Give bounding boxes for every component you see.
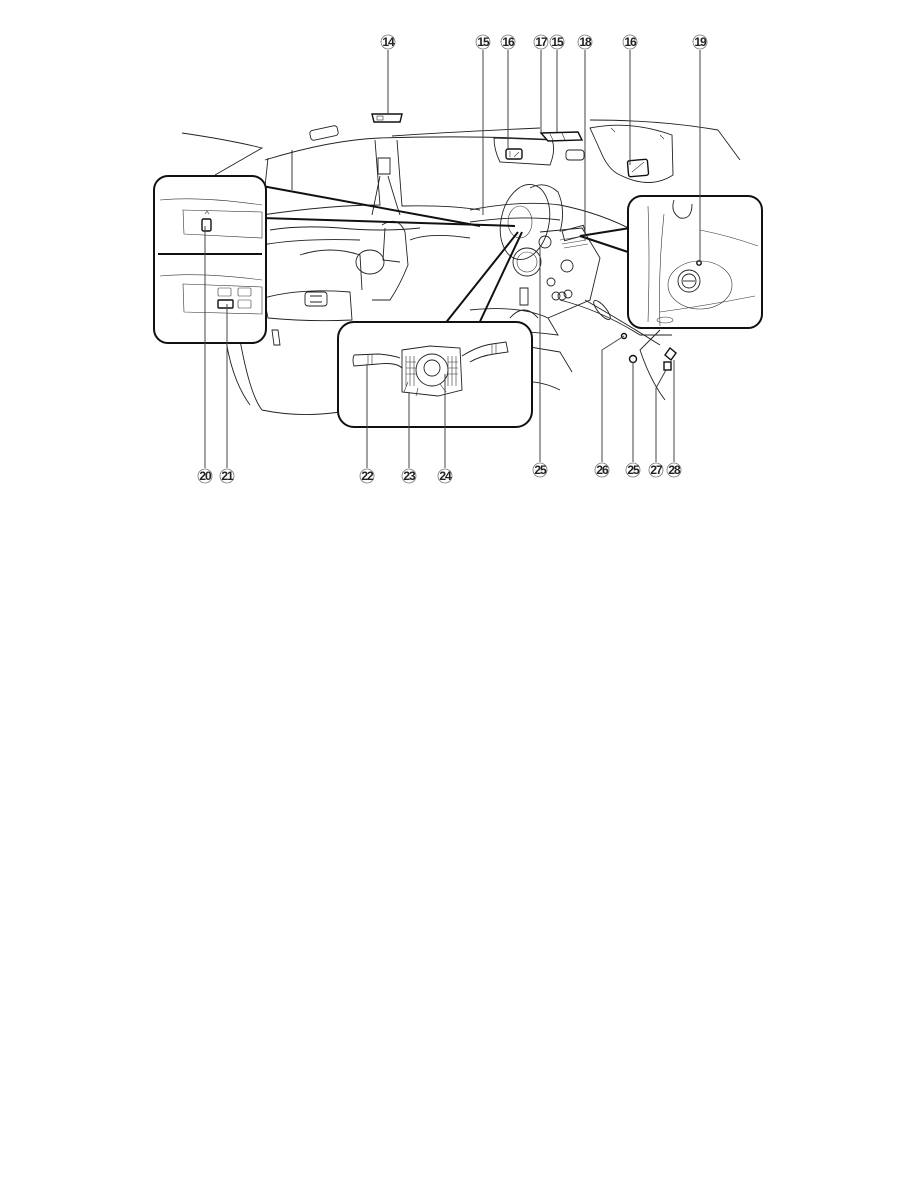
- sun-visor-right: [589, 124, 674, 183]
- callout-27: 27: [648, 462, 664, 478]
- svg-text:16: 16: [502, 35, 515, 49]
- svg-text:21: 21: [221, 469, 234, 483]
- svg-text:27: 27: [650, 463, 663, 477]
- callout-17: 17: [533, 34, 549, 50]
- svg-text:28: 28: [668, 463, 681, 477]
- callout-22: 22: [359, 468, 375, 484]
- svg-text:14: 14: [382, 35, 395, 49]
- callout-19: 19: [692, 34, 708, 50]
- detail-parts-right: [620, 332, 677, 371]
- rear-view-mirror: [371, 113, 403, 123]
- svg-text:23: 23: [403, 469, 416, 483]
- svg-text:17: 17: [535, 35, 548, 49]
- vehicle-interior-drawing: [181, 119, 741, 416]
- callout-28: 28: [666, 462, 682, 478]
- svg-text:25: 25: [534, 463, 547, 477]
- svg-text:22: 22: [361, 469, 374, 483]
- callout-25: 25: [532, 462, 548, 478]
- callouts-bottom: 20 21 22 23 24 25 26 25 27 28: [197, 226, 682, 484]
- callout-16: 16: [500, 34, 516, 50]
- callouts-top: 14 15 16 17 15 18 16 19: [380, 34, 708, 262]
- svg-text:16: 16: [624, 35, 637, 49]
- callout-15b: 15: [549, 34, 565, 50]
- svg-text:15: 15: [477, 35, 490, 49]
- svg-text:26: 26: [596, 463, 609, 477]
- svg-text:18: 18: [579, 35, 592, 49]
- svg-text:25: 25: [627, 463, 640, 477]
- inset-switch-panels: [153, 175, 516, 344]
- svg-text:20: 20: [199, 469, 212, 483]
- callout-25b: 25: [625, 462, 641, 478]
- callout-18: 18: [577, 34, 593, 50]
- callout-26: 26: [594, 462, 610, 478]
- overhead-console: [539, 131, 585, 161]
- callout-21: 21: [219, 468, 235, 484]
- callout-16b: 16: [622, 34, 638, 50]
- sun-visor-left: [493, 137, 555, 166]
- callout-24: 24: [437, 468, 453, 484]
- svg-text:24: 24: [439, 469, 452, 483]
- callout-23: 23: [401, 468, 417, 484]
- callout-20: 20: [197, 468, 213, 484]
- svg-text:15: 15: [551, 35, 564, 49]
- inset-combination-switch: [337, 231, 533, 428]
- svg-text:19: 19: [694, 35, 707, 49]
- callout-15: 15: [475, 34, 491, 50]
- callout-14: 14: [380, 34, 396, 50]
- inset-key-cylinder: [579, 195, 763, 329]
